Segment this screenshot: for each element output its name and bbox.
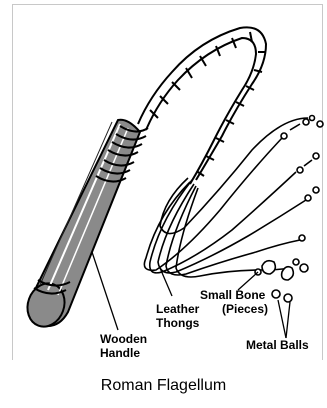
label-metal-balls: Metal Balls <box>246 338 309 352</box>
figure-caption: Roman Flagellum <box>0 376 327 396</box>
label-wooden-handle-line2: Handle <box>100 346 147 360</box>
label-small-bone: Small Bone (Pieces) <box>200 288 268 316</box>
label-leather-thongs-line1: Leather <box>156 302 199 316</box>
label-leather-thongs: Leather Thongs <box>156 302 199 330</box>
label-small-bone-line2: (Pieces) <box>200 302 268 316</box>
leather-thongs-drawing <box>144 118 308 277</box>
label-leather-thongs-line2: Thongs <box>156 316 199 330</box>
label-wooden-handle: Wooden Handle <box>100 332 147 360</box>
label-wooden-handle-line1: Wooden <box>100 332 147 346</box>
braided-lash-drawing <box>138 27 266 184</box>
wooden-handle-drawing <box>22 120 148 332</box>
label-small-bone-line1: Small Bone <box>200 288 268 302</box>
bone-and-ball-tips <box>255 116 323 303</box>
